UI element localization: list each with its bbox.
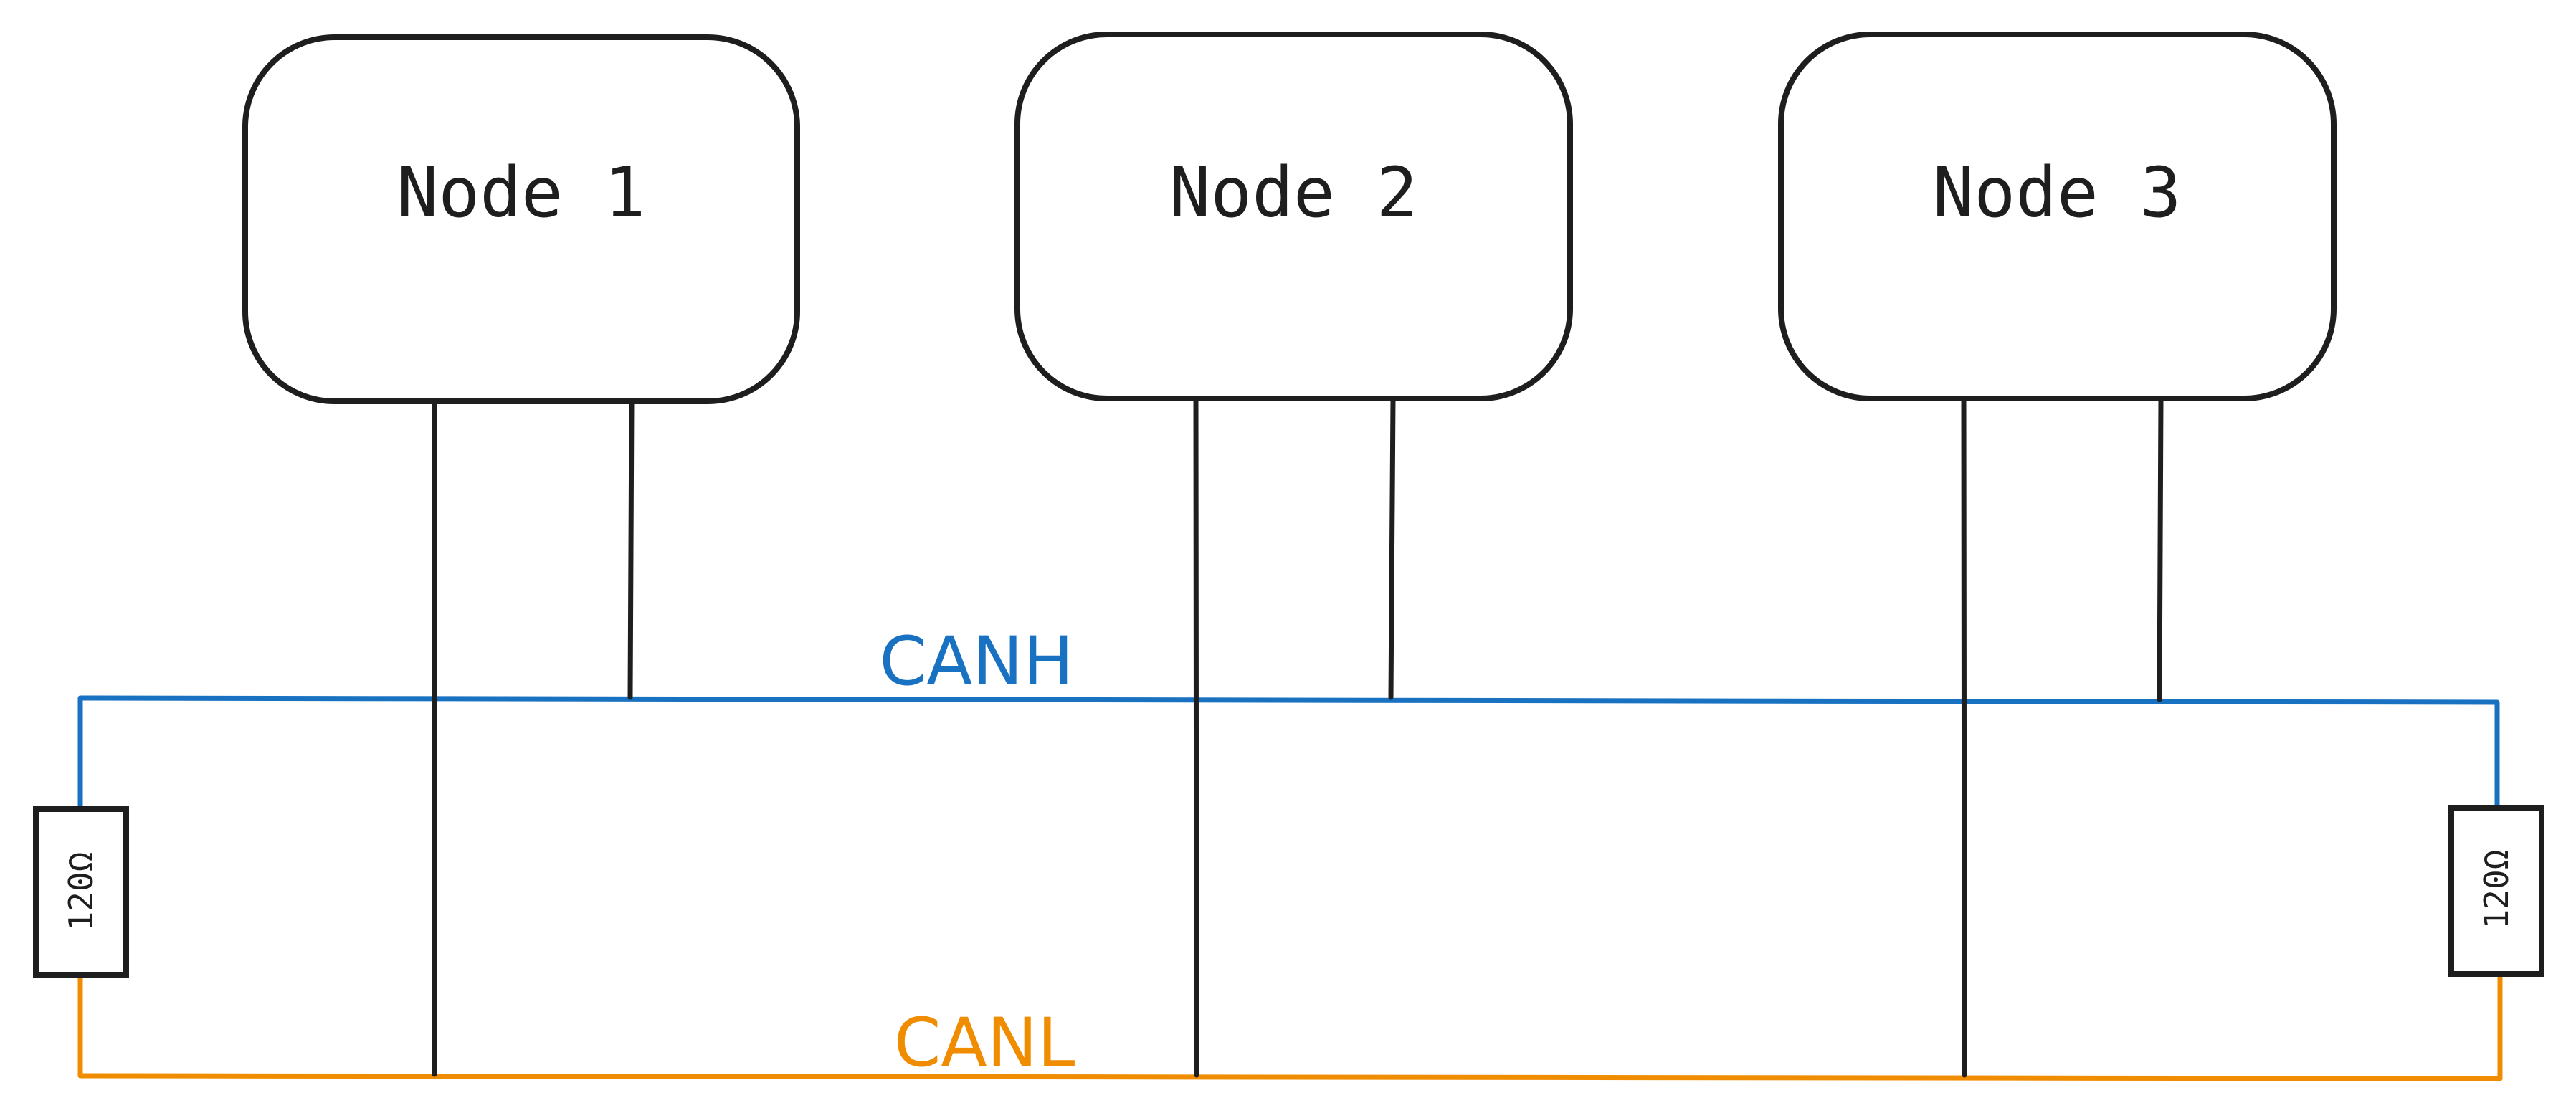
terminator-right-label: 120Ω [2477,850,2516,930]
node-1-label: Node 1 [397,153,646,233]
canh-label: CANH [880,623,1074,701]
node-2-canl-stub [1193,397,1199,1078]
node-2: Node 2 [1014,32,1573,401]
canl-label: CANL [894,1004,1075,1082]
canh-bus-line [77,695,2500,807]
node-3: Node 3 [1778,32,2337,401]
node-2-canh-stub [1388,397,1396,700]
node-3-canh-stub [2157,396,2164,702]
node-2-label: Node 2 [1169,153,1418,233]
node-1: Node 1 [242,34,800,404]
node-1-canh-stub [627,399,635,700]
node-3-label: Node 3 [1933,153,2182,233]
canl-bus-line [77,974,2503,1081]
terminator-left-label: 120Ω [62,852,100,932]
terminator-left: 120Ω [33,806,129,978]
terminator-right: 120Ω [2448,805,2544,977]
